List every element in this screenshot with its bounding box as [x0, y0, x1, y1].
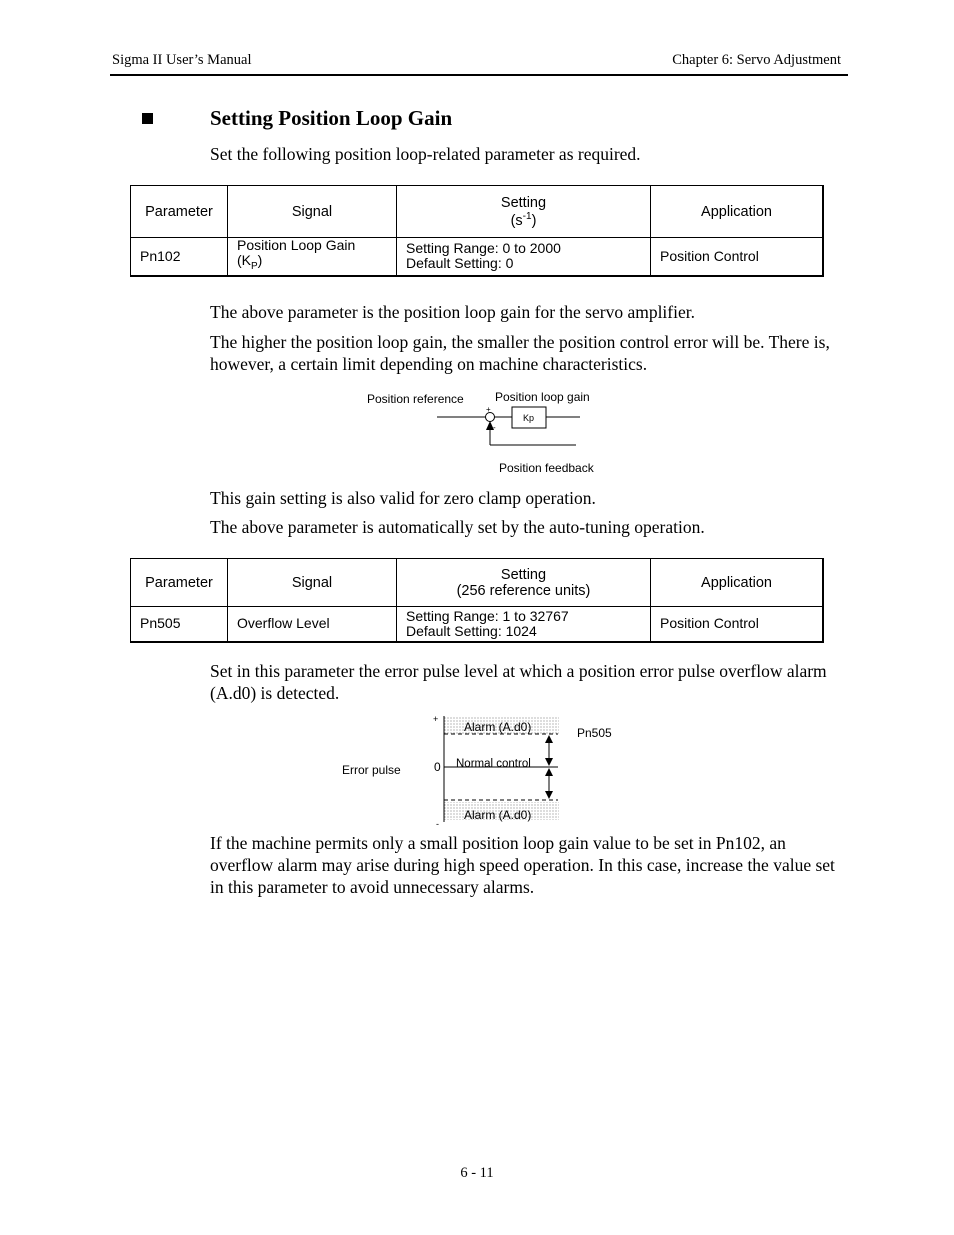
paragraph: This gain setting is also valid for zero… [210, 488, 596, 508]
header-parameter: Parameter [130, 558, 228, 607]
signal-close: ) [257, 252, 263, 269]
arrowhead-icon [545, 758, 553, 766]
table-header-row: Parameter Signal Setting (256 reference … [130, 558, 824, 607]
alarm-zone-top [444, 716, 559, 734]
header-rule [110, 74, 848, 76]
table-header-row: Parameter Signal Setting (s-1) Applicati… [130, 185, 824, 238]
parameter-table-pn505: Parameter Signal Setting (256 reference … [130, 558, 824, 643]
minus-sign: - [493, 423, 496, 432]
signal-base: (K [237, 252, 251, 269]
paragraph: Set in this parameter the error pulse le… [210, 661, 827, 703]
section-intro: Set the following position loop-related … [210, 144, 641, 164]
cell-application: Position Control [650, 606, 824, 642]
paragraph: The above parameter is automatically set… [210, 517, 705, 537]
label-position-reference: Position reference [367, 392, 464, 406]
setting-default: Default Setting: 0 [406, 255, 514, 272]
paragraph: The higher the position loop gain, the s… [210, 332, 830, 374]
table-row: Pn102 Position Loop Gain (KP) Setting Ra… [130, 237, 824, 276]
arrowhead-icon [545, 791, 553, 799]
cell-parameter: Pn505 [130, 606, 228, 642]
header-manual-title: Sigma II User’s Manual [112, 52, 252, 68]
label-alarm-bottom: Alarm (A.d0) [464, 808, 531, 822]
header-chapter-title: Chapter 6: Servo Adjustment [672, 52, 841, 68]
label-position-loop-gain: Position loop gain [495, 390, 590, 404]
setting-range: Setting Range: 1 to 32767 [406, 607, 569, 624]
plus-sign: + [486, 405, 491, 414]
axis-minus: - [436, 819, 439, 829]
signal-line-1: Position Loop Gain [237, 237, 356, 254]
header-application: Application [650, 558, 824, 607]
cell-signal: Position Loop Gain (KP) [227, 237, 397, 276]
signal-line-2: (KP) [237, 253, 387, 274]
header-setting: Setting (s-1) [396, 185, 651, 238]
parameter-table-pn102: Parameter Signal Setting (s-1) Applicati… [130, 185, 824, 277]
paragraph: If the machine permits only a small posi… [210, 833, 835, 897]
cell-signal: Overflow Level [227, 606, 397, 642]
label-position-feedback: Position feedback [499, 461, 595, 475]
setting-range: Setting Range: 0 to 2000 [406, 240, 561, 257]
label-alarm-top: Alarm (A.d0) [464, 720, 531, 734]
header-signal: Signal [227, 185, 397, 238]
label-error-pulse: Error pulse [342, 763, 401, 777]
header-setting-label: Setting [500, 566, 547, 583]
section-bullet-icon [142, 113, 153, 124]
label-normal-control: Normal control [456, 758, 531, 770]
cell-setting: Setting Range: 0 to 2000 Default Setting… [396, 237, 651, 276]
feedback-arrow-icon [486, 421, 494, 430]
arrowhead-icon [545, 735, 553, 743]
cell-parameter: Pn102 [130, 237, 228, 276]
header-setting-label: Setting [500, 194, 547, 211]
arrowhead-icon [545, 768, 553, 776]
header-setting: Setting (256 reference units) [396, 558, 651, 607]
unit-close: ) [531, 212, 537, 229]
header-setting-unit: (256 reference units) [456, 582, 591, 599]
kp-label: Kp [523, 413, 534, 423]
section-title: Setting Position Loop Gain [210, 106, 453, 130]
setting-default: Default Setting: 1024 [406, 622, 537, 639]
paragraph: The above parameter is the position loop… [210, 302, 695, 322]
signal-subscript: P [251, 261, 258, 273]
axis-plus: + [433, 714, 438, 724]
cell-setting: Setting Range: 1 to 32767 Default Settin… [396, 606, 651, 642]
unit-exponent: -1 [522, 210, 532, 222]
cell-application: Position Control [650, 237, 824, 276]
unit-base: (s [510, 212, 523, 229]
header-setting-unit: (s-1) [406, 211, 641, 229]
axis-zero: 0 [434, 760, 441, 774]
alarm-zone-bottom [444, 802, 559, 820]
table-row: Pn505 Overflow Level Setting Range: 1 to… [130, 606, 824, 642]
page-number: 6 - 11 [460, 1165, 494, 1181]
label-pn505: Pn505 [577, 726, 612, 740]
